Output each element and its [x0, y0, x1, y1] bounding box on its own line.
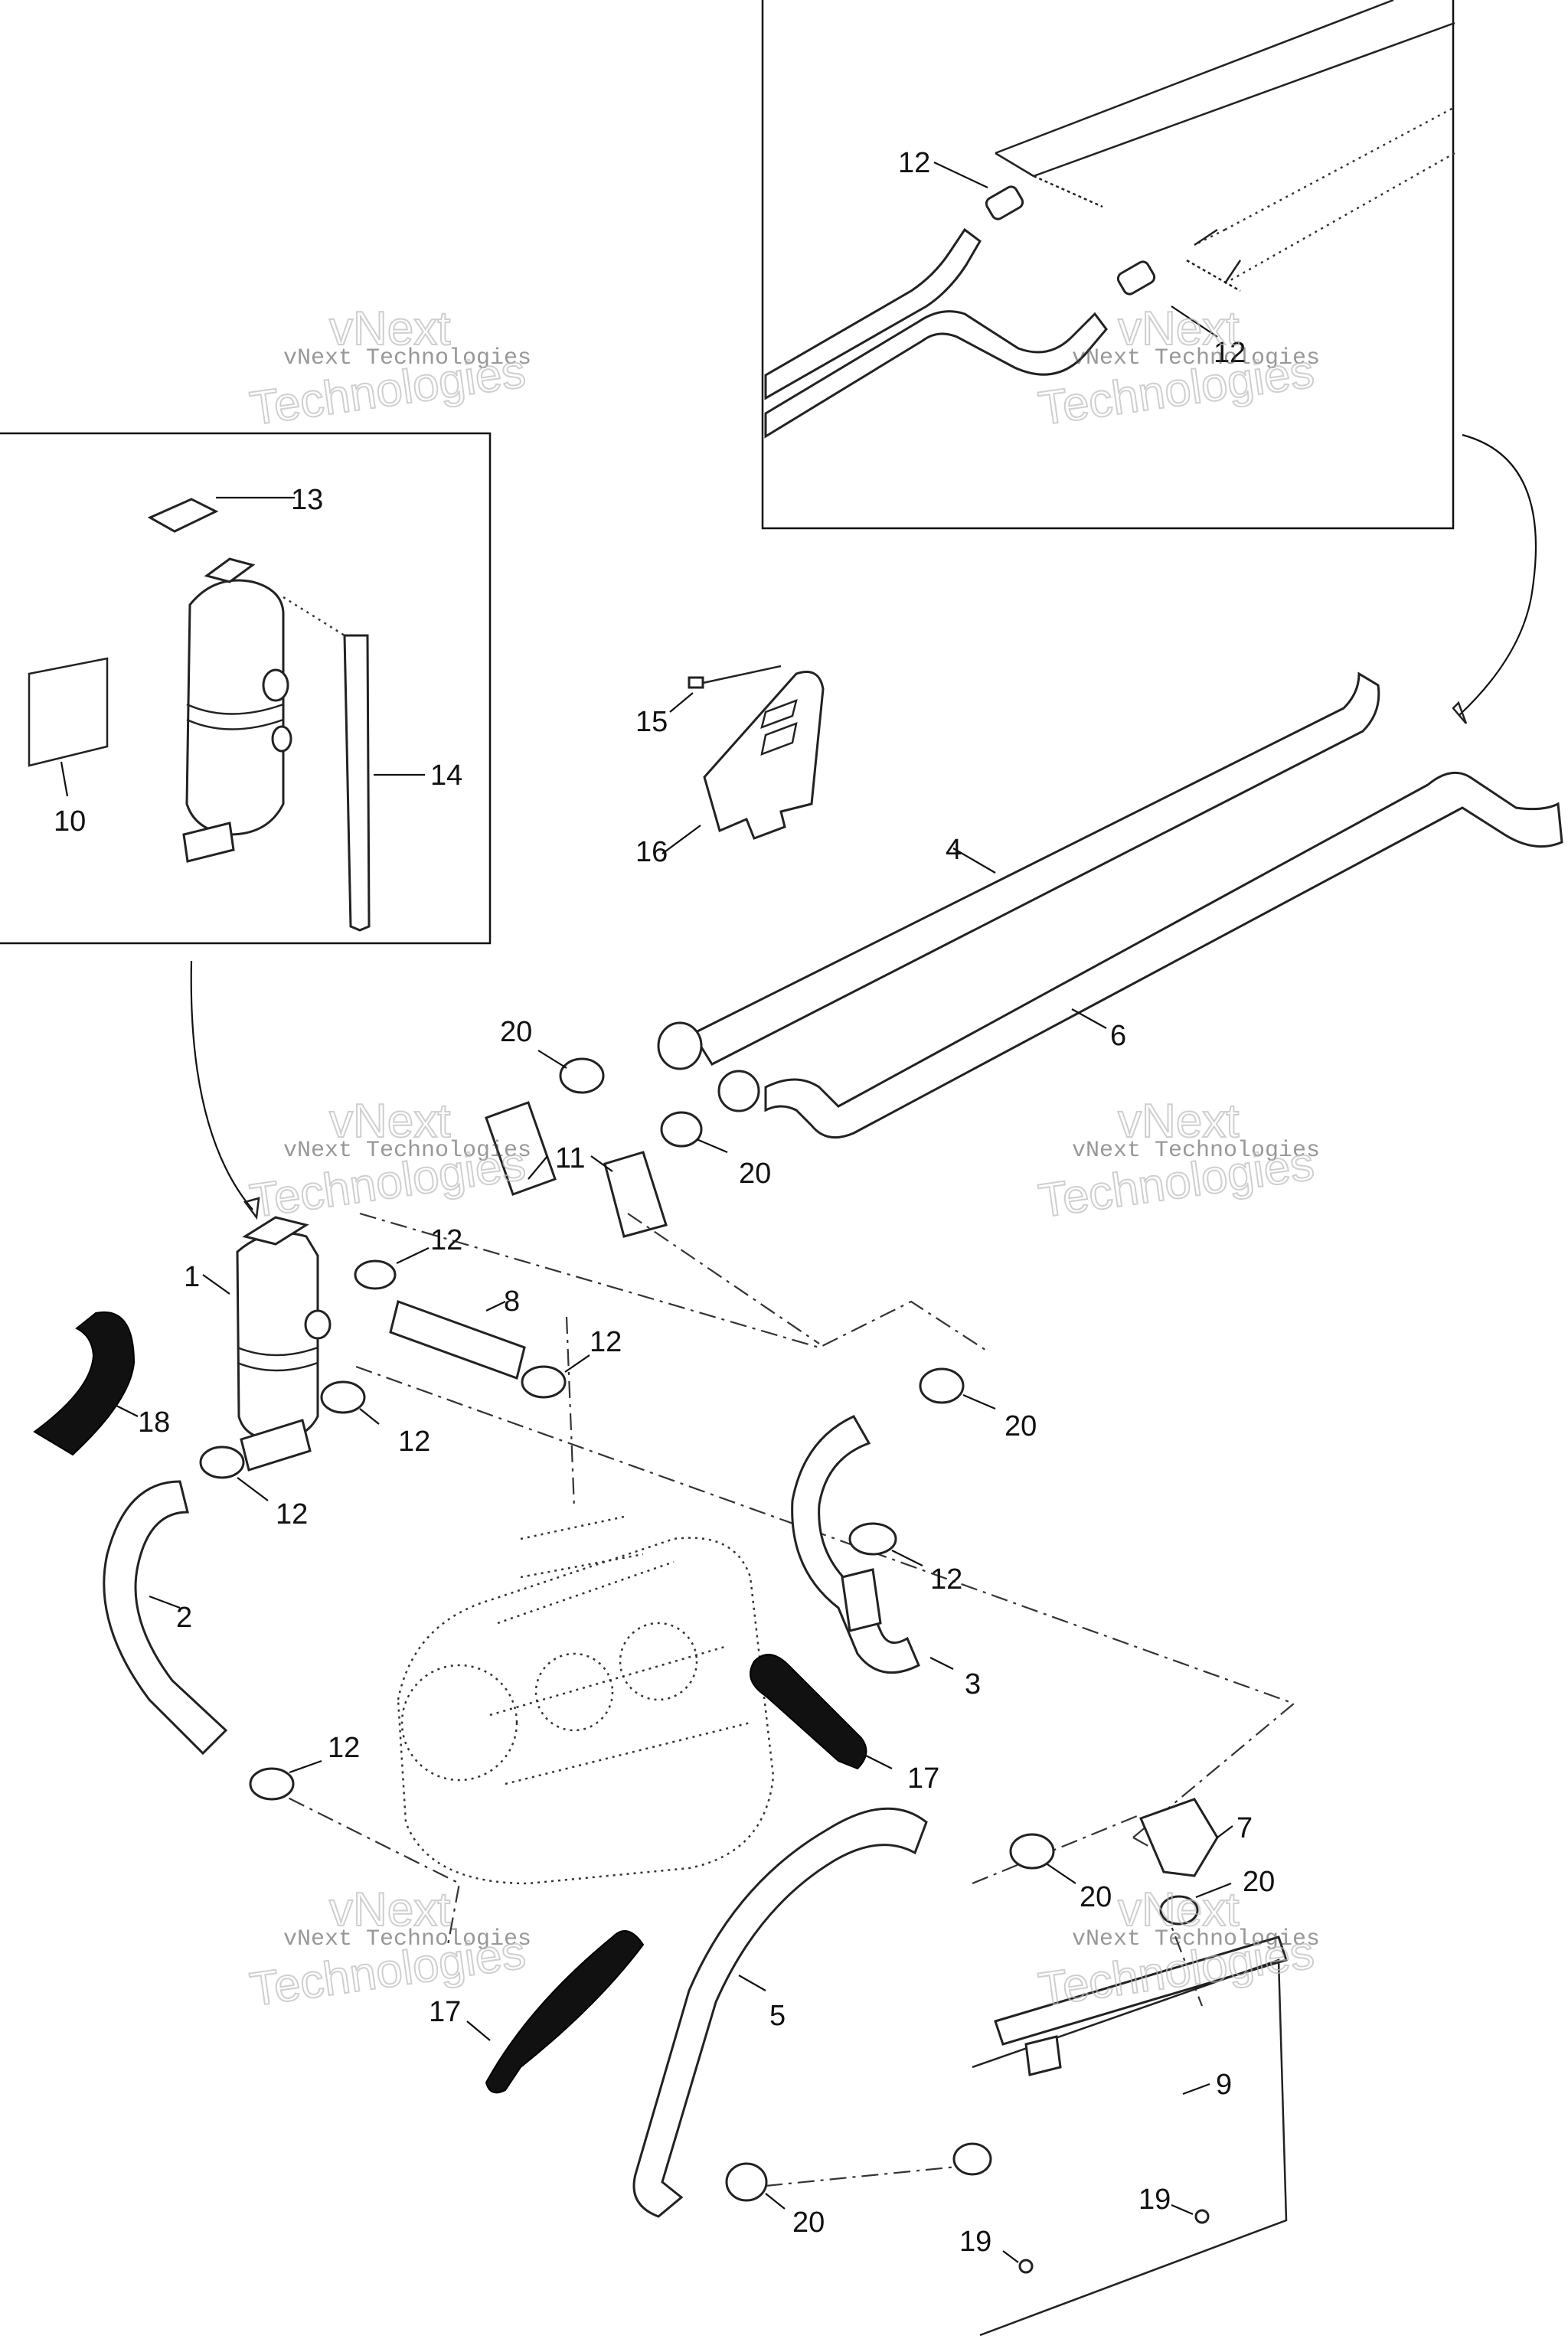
inset-arrow-left	[190, 960, 253, 1210]
watermark: vNext vNext Technologies Technologies	[246, 1883, 531, 2017]
hose-2	[103, 1480, 228, 1756]
callout-12-h: 12	[930, 1563, 962, 1596]
callout-18: 18	[138, 1406, 170, 1439]
tube-6	[717, 771, 1563, 1139]
callout-20-c: 20	[1004, 1410, 1037, 1442]
callout-20-b: 20	[739, 1158, 771, 1190]
callout-19-lower: 19	[959, 2226, 991, 2258]
callout-12-inset-a: 12	[898, 147, 930, 179]
callout-20-a: 20	[500, 1016, 532, 1048]
callout-16: 16	[635, 836, 668, 868]
clamps-12	[199, 1247, 923, 1801]
callout-2: 2	[176, 1602, 192, 1634]
svg-text:vNext: vNext	[329, 1883, 450, 1936]
callout-19-upper: 19	[1138, 2184, 1171, 2216]
svg-text:vNext Technologies: vNext Technologies	[283, 345, 531, 371]
callout-11: 11	[555, 1142, 585, 1174]
watermark: vNext vNext Technologies Technologies	[1034, 302, 1320, 436]
svg-text:vNext: vNext	[1118, 1883, 1239, 1936]
hose-5	[632, 1807, 928, 2218]
callout-12-c: 12	[430, 1224, 462, 1256]
watermark: vNext vNext Technologies Technologies	[246, 302, 531, 436]
callout-12-e: 12	[398, 1426, 430, 1458]
svg-text:vNext Technologies: vNext Technologies	[1072, 1138, 1320, 1164]
watermarks: vNext vNext Technologies Technologies vN…	[246, 302, 1320, 2017]
hose-17-upper	[750, 1654, 867, 1770]
callout-12-inset-b: 12	[1214, 337, 1246, 369]
screw-19	[1018, 2259, 1034, 2274]
callout-8: 8	[504, 1285, 520, 1318]
watermark: vNext vNext Technologies Technologies	[1034, 1883, 1320, 2017]
top-right-inset	[761, 0, 1455, 530]
svg-text:vNext: vNext	[329, 1095, 450, 1148]
clamps-20	[725, 1367, 1232, 2210]
callout-3: 3	[965, 1668, 981, 1700]
callout-12-f: 12	[276, 1498, 308, 1530]
assembly-line	[359, 1212, 988, 1352]
elbow-7	[1138, 1798, 1233, 1877]
hose-3	[791, 1415, 920, 1674]
engine	[397, 1514, 775, 1885]
watermark: vNext vNext Technologies Technologies	[1034, 1094, 1320, 1229]
callout-10: 10	[54, 805, 86, 838]
callout-20-d: 20	[1080, 1881, 1112, 1913]
hose-18	[33, 1311, 136, 1456]
screw-19	[1194, 2209, 1210, 2224]
svg-text:vNext: vNext	[1118, 1095, 1239, 1148]
reservoir-1	[202, 1216, 332, 1472]
svg-text:vNext: vNext	[1118, 302, 1239, 355]
svg-text:vNext Technologies: vNext Technologies	[283, 1138, 531, 1164]
clamp-20	[559, 1057, 605, 1094]
svg-text:vNext Technologies: vNext Technologies	[1072, 345, 1320, 371]
callout-17-upper: 17	[907, 1762, 939, 1795]
callout-6: 6	[1110, 1020, 1126, 1052]
tube-4	[657, 671, 1380, 1070]
inset-arrow-right	[1458, 433, 1537, 717]
callout-labels: 1 2 3 4 5 6 7 8 9 10 11 12 12 12 12 12 1…	[54, 147, 1275, 2258]
radiator-9	[972, 1936, 1288, 2337]
svg-text:vNext Technologies: vNext Technologies	[283, 1926, 531, 1952]
fitting-9	[952, 2142, 992, 2176]
callout-1: 1	[184, 1261, 200, 1293]
callout-12-d: 12	[590, 1326, 622, 1358]
top-left-inset	[0, 432, 492, 945]
callout-14: 14	[430, 760, 462, 792]
callout-12-g: 12	[328, 1732, 360, 1764]
callout-4: 4	[946, 834, 962, 866]
callout-20-f: 20	[792, 2207, 825, 2239]
callout-20-e: 20	[1243, 1866, 1275, 1898]
hose-17-lower	[485, 1930, 645, 2094]
callout-17-lower: 17	[429, 1996, 461, 2028]
svg-text:vNext Technologies: vNext Technologies	[1072, 1926, 1320, 1952]
sleeves-11	[485, 1101, 668, 1238]
callout-7: 7	[1236, 1812, 1253, 1844]
callout-13: 13	[291, 484, 323, 516]
watermark: vNext vNext Technologies Technologies	[246, 1094, 531, 1229]
clamp-20	[660, 1111, 703, 1148]
svg-text:vNext: vNext	[329, 302, 450, 355]
bracket-16	[662, 665, 825, 854]
callout-15: 15	[635, 706, 668, 738]
callout-5: 5	[769, 2000, 786, 2032]
pipe-8	[389, 1300, 526, 1380]
callout-9: 9	[1216, 2069, 1232, 2101]
